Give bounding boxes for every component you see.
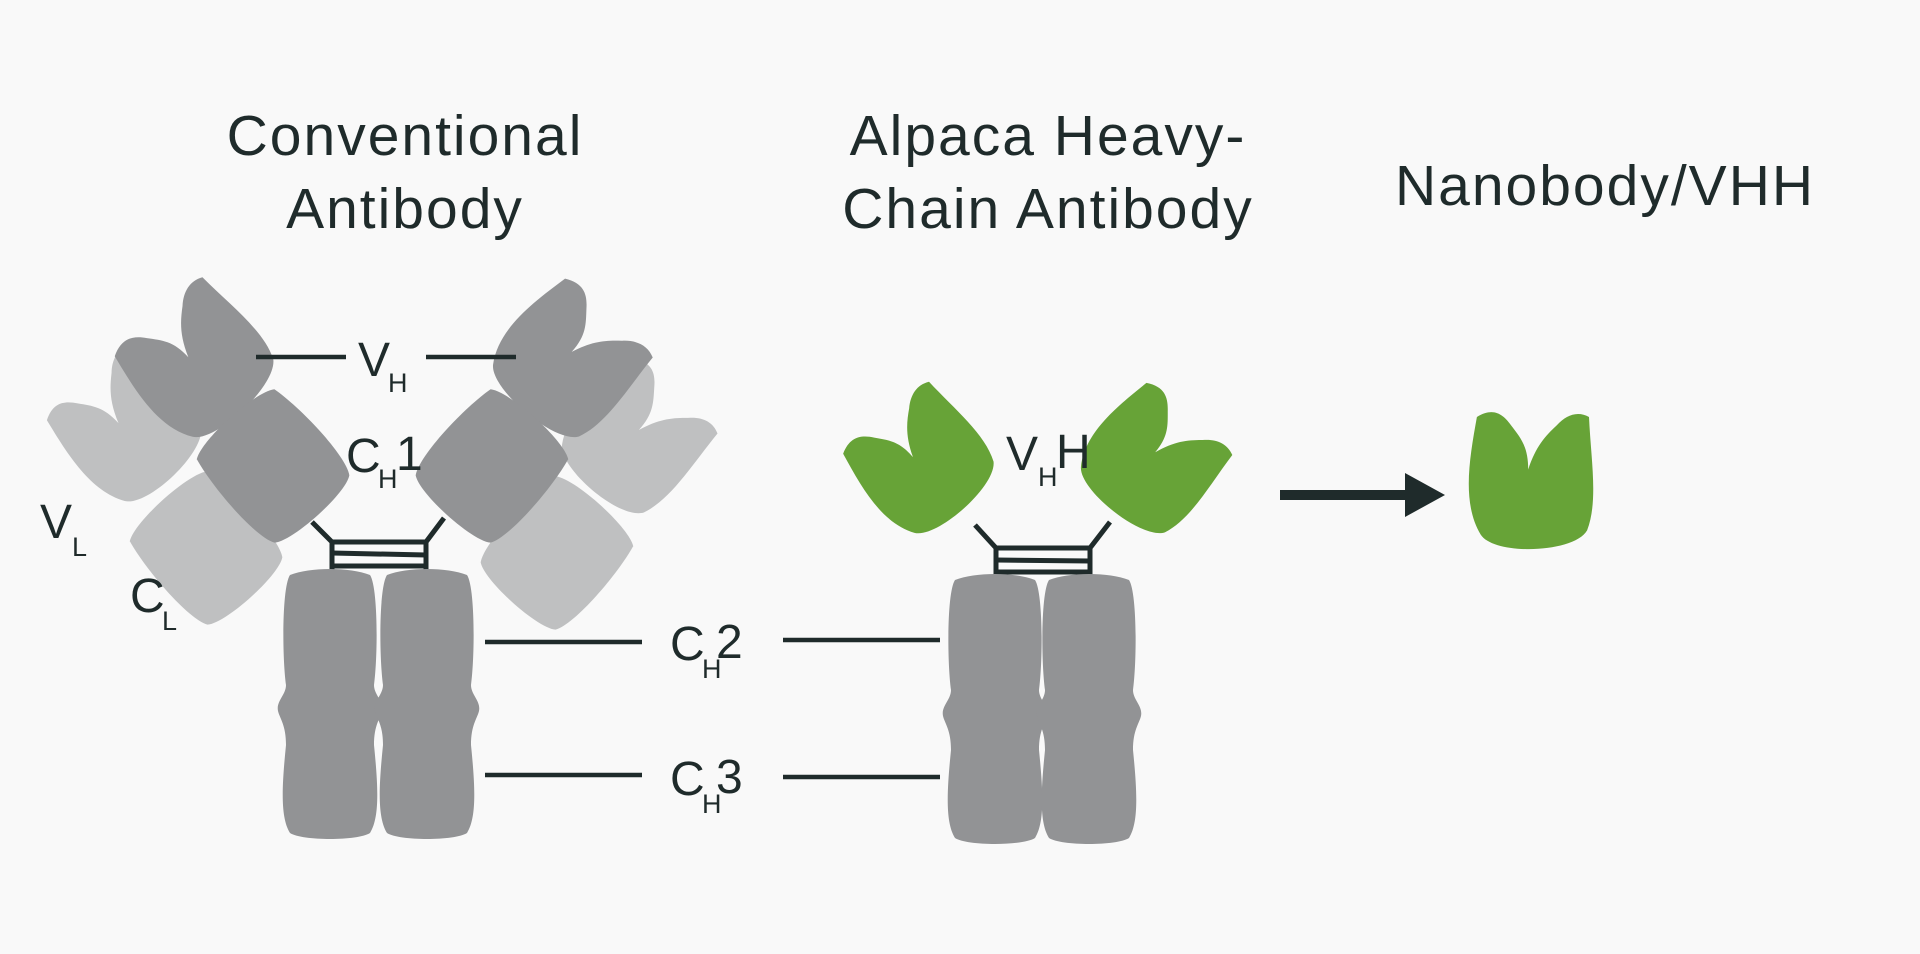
vh-label: V H xyxy=(358,334,408,398)
svg-text:H: H xyxy=(702,654,722,684)
nanobody-title: Nanobody/VHH xyxy=(1395,154,1815,218)
svg-text:V: V xyxy=(40,496,72,549)
ch1-label: C H 1 xyxy=(346,428,423,494)
svg-text:H: H xyxy=(702,789,722,819)
nanobody-domain xyxy=(1468,412,1594,550)
vhh-label: V H H xyxy=(1006,426,1091,492)
cl-label: C L xyxy=(130,570,177,636)
conventional-title-line2: Antibody xyxy=(286,177,524,241)
vl-label: V L xyxy=(40,496,87,562)
svg-text:V: V xyxy=(358,334,390,387)
svg-text:C: C xyxy=(130,570,165,623)
svg-text:H: H xyxy=(388,368,408,398)
left-alpaca-fc-chain xyxy=(942,574,1048,844)
svg-text:2: 2 xyxy=(716,616,743,669)
left-fc-chain xyxy=(277,569,383,839)
svg-text:3: 3 xyxy=(716,751,743,804)
conventional-hinge xyxy=(310,516,446,572)
ch3-label: C H 3 xyxy=(670,751,743,819)
arrow-icon xyxy=(1280,473,1445,517)
right-fc-chain xyxy=(374,569,480,839)
svg-text:L: L xyxy=(162,606,177,636)
leader-lines xyxy=(256,354,940,780)
svg-text:H: H xyxy=(378,464,398,494)
svg-text:C: C xyxy=(670,618,705,671)
svg-text:L: L xyxy=(72,532,87,562)
alpaca-title-line1: Alpaca Heavy- xyxy=(850,104,1247,168)
svg-text:1: 1 xyxy=(396,428,423,481)
svg-text:C: C xyxy=(346,430,381,483)
left-vhh-domain xyxy=(834,375,1010,551)
svg-text:V: V xyxy=(1006,428,1038,481)
alpaca-heavy-chain-antibody xyxy=(834,374,1239,844)
ch2-label: C H 2 xyxy=(670,616,743,684)
conventional-title-line1: Conventional xyxy=(227,104,584,168)
svg-text:H: H xyxy=(1056,426,1091,479)
alpaca-title-line2: Chain Antibody xyxy=(842,177,1253,241)
conventional-antibody xyxy=(37,269,724,839)
svg-text:C: C xyxy=(670,753,705,806)
svg-text:H: H xyxy=(1038,462,1058,492)
alpaca-hinge xyxy=(973,520,1112,576)
right-alpaca-fc-chain xyxy=(1036,574,1142,844)
